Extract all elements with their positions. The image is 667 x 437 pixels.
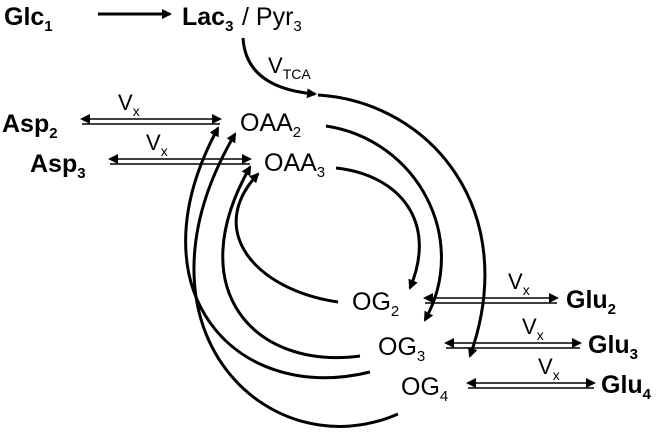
label-vx-glu3: Vx bbox=[522, 314, 544, 343]
label-vx-asp2: Vx bbox=[118, 90, 140, 119]
label-vtca: VTCA bbox=[268, 53, 311, 82]
label-oaa3: OAA3 bbox=[264, 149, 325, 181]
return-arc-og3b bbox=[221, 165, 361, 359]
exchange-asp2-oaa2 bbox=[80, 114, 222, 125]
label-og2: OG2 bbox=[352, 288, 399, 320]
cycle-arc-middle bbox=[325, 124, 443, 322]
label-og4: OG4 bbox=[401, 373, 448, 405]
label-lac: Lac3 bbox=[182, 3, 233, 35]
label-glu2: Glu2 bbox=[566, 286, 616, 318]
label-asp3: Asp3 bbox=[30, 150, 86, 182]
label-og3: OG3 bbox=[378, 333, 425, 365]
label-glc: Glc1 bbox=[4, 3, 53, 35]
exchange-og2-glu2 bbox=[423, 293, 559, 304]
exchange-og3-glu3 bbox=[444, 338, 582, 349]
label-vx-glu4: Vx bbox=[538, 354, 560, 383]
return-arc-og3a bbox=[184, 126, 371, 379]
label-oaa2: OAA2 bbox=[240, 109, 301, 141]
label-vx-asp3: Vx bbox=[146, 130, 168, 159]
label-pyr: / Pyr3 bbox=[242, 3, 302, 35]
return-arc-og4 bbox=[192, 132, 399, 428]
return-arc-og2 bbox=[234, 172, 339, 304]
cycle-arc-inner bbox=[335, 166, 421, 290]
vtca-entry-arrow bbox=[241, 37, 317, 99]
label-vx-glu2: Vx bbox=[508, 269, 530, 298]
cycle-arc-outer bbox=[317, 93, 487, 358]
label-glu3: Glu3 bbox=[588, 331, 638, 363]
exchange-asp3-oaa3 bbox=[108, 154, 252, 165]
exchange-og4-glu4 bbox=[466, 378, 596, 389]
label-asp2: Asp2 bbox=[2, 110, 58, 142]
label-glu4: Glu4 bbox=[601, 371, 652, 403]
